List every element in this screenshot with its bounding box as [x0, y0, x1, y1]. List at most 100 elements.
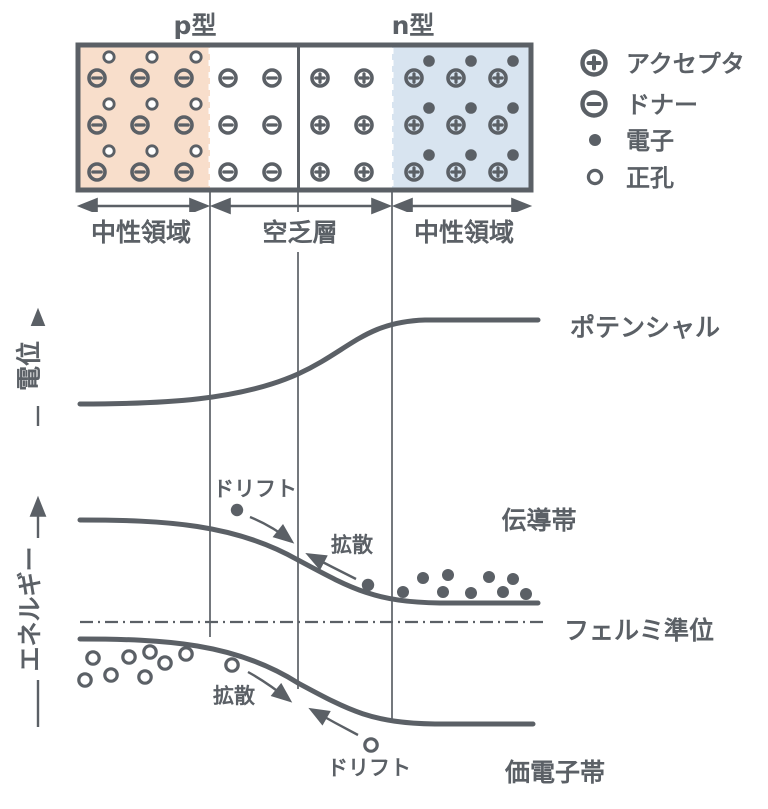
p-region-holes [102, 50, 203, 158]
acceptor-ion-glyph [262, 68, 282, 88]
hole-glyph [137, 669, 153, 685]
electron-glyph [423, 102, 435, 114]
donor-ion-glyph [404, 68, 424, 88]
cb-drift-label: ドリフト [213, 477, 297, 501]
donor-ion-glyph [488, 68, 508, 88]
conduction-band-label: 伝導帯 [501, 506, 576, 535]
potential-curve [77, 317, 541, 407]
energy-axis-label: エネルギー [16, 546, 45, 671]
donor-ion-glyph [446, 68, 466, 88]
acceptor-ion-glyph [130, 162, 150, 182]
cb-drift-arrow [249, 515, 295, 544]
electron-icon [589, 134, 601, 146]
donor-ion-icon [580, 90, 608, 118]
vb-drift-label: ドリフト [327, 756, 411, 780]
legend-electron-label: 電子 [626, 127, 674, 155]
donor-ion-glyph [404, 162, 424, 182]
depletion-boundary-lines [209, 190, 393, 721]
electron-glyph [442, 569, 454, 581]
acceptor-ion-glyph [130, 115, 150, 135]
hole-glyph [189, 50, 203, 64]
electron-glyph [507, 573, 519, 585]
neutral-region-right-label: 中性領域 [414, 218, 514, 247]
potential-curve-label: ポテンシャル [570, 313, 720, 342]
hole-glyph [586, 168, 604, 186]
hole-glyph [102, 144, 116, 158]
donor-ion-glyph [488, 162, 508, 182]
hole-glyph [145, 144, 159, 158]
depletion-acceptor-ions [218, 68, 282, 182]
hole-glyph [102, 97, 116, 111]
donor-ion-glyph [310, 115, 330, 135]
donor-ion-glyph [404, 115, 424, 135]
legend: アクセプタ ドナー 電子 正孔 [580, 49, 745, 192]
donor-ion-glyph [354, 115, 374, 135]
electron-glyph [423, 55, 435, 67]
junction-outline [75, 42, 534, 193]
donor-ion-glyph [310, 162, 330, 182]
hole-glyph [178, 646, 194, 662]
acceptor-ion-glyph [262, 115, 282, 135]
region-labels: 中性領域 空乏層 中性領域 [79, 212, 526, 252]
hole-glyph [121, 649, 137, 665]
hole-glyph [77, 672, 93, 688]
hole-glyph [142, 644, 158, 660]
donor-ion-glyph [580, 49, 608, 77]
potential-axis-label: 電位 [15, 341, 44, 391]
electron-glyph [465, 149, 477, 161]
acceptor-ion-glyph [87, 68, 107, 88]
cb-electron-dots [397, 569, 532, 600]
electron-glyph [520, 588, 532, 600]
cb-diffusion-electron [361, 578, 375, 592]
hole-glyph [145, 50, 159, 64]
hole-glyph [189, 144, 203, 158]
hole-glyph [189, 97, 203, 111]
electron-glyph [465, 55, 477, 67]
label-box [549, 610, 729, 652]
electron-glyph [361, 578, 375, 592]
legend-donor-label: ドナー [626, 91, 698, 119]
donor-ion-glyph [354, 162, 374, 182]
acceptor-ion-glyph [580, 90, 608, 118]
electron-glyph [465, 587, 477, 599]
donor-ion-glyph [488, 115, 508, 135]
p-region-acceptor-ions [87, 68, 194, 182]
electron-glyph [507, 102, 519, 114]
hole-glyph [102, 50, 116, 64]
label-box [487, 499, 591, 541]
valence-band-label: 価電子帯 [504, 758, 605, 787]
electron-glyph [230, 503, 244, 517]
vb-drift-arrow [308, 707, 359, 737]
label-box [9, 538, 51, 680]
electron-glyph [507, 149, 519, 161]
depletion-donor-ions [310, 68, 374, 182]
electron-glyph [483, 571, 495, 583]
cb-drift-electron [230, 503, 244, 517]
acceptor-ion-icon [580, 49, 608, 77]
donor-ion-glyph [446, 115, 466, 135]
electron-glyph [589, 134, 601, 146]
legend-hole-label: 正孔 [626, 164, 674, 192]
n-type-label: n型 [392, 11, 435, 40]
conduction-band-curve [77, 517, 541, 606]
hole-glyph [85, 650, 101, 666]
acceptor-ion-glyph [87, 115, 107, 135]
acceptor-ion-glyph [174, 115, 194, 135]
acceptor-ion-glyph [218, 115, 238, 135]
donor-ion-glyph [354, 68, 374, 88]
energy-section: エネルギー ドリフト 拡散 拡散 ドリフト 伝導帯 フェルミ準位 価電子帯 [9, 477, 729, 794]
acceptor-ion-glyph [130, 68, 150, 88]
vb-drift-hole [363, 737, 379, 753]
n-region-donor-ions [404, 68, 508, 182]
valence-band-curve [77, 636, 536, 727]
vb-diffusion-hole [224, 657, 240, 673]
hole-glyph [103, 667, 119, 683]
depletion-layer-label: 空乏層 [262, 218, 337, 247]
vb-diffusion-arrow [247, 670, 293, 703]
label-box [402, 212, 526, 252]
electron-glyph [437, 586, 449, 598]
electron-glyph [497, 586, 509, 598]
donor-ion-glyph [446, 162, 466, 182]
